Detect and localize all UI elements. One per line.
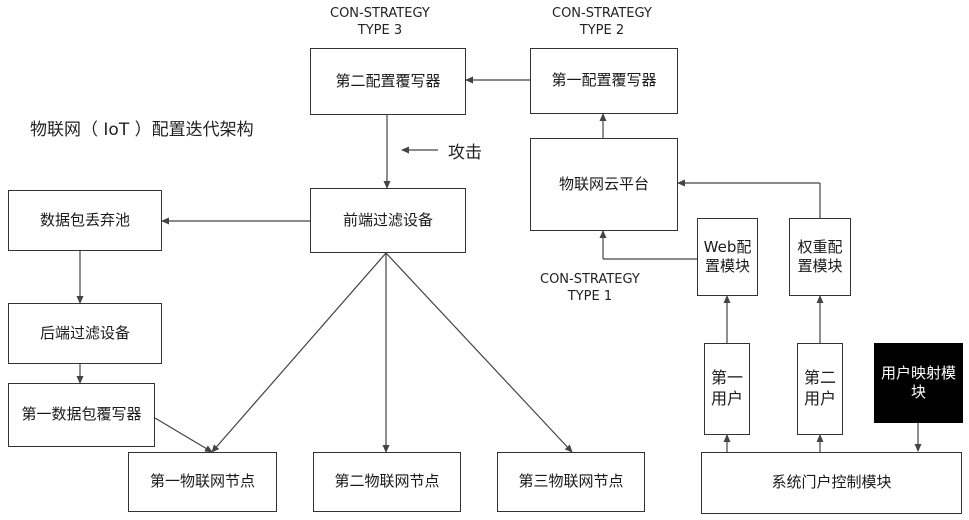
portal-control-module-box: 系统门户控制模块	[701, 452, 962, 514]
strategy-type3-line1: CON-STRATEGY	[330, 6, 430, 23]
first-packet-rewriter-box: 第一数据包覆写器	[8, 383, 155, 447]
frontend-filter-box: 前端过滤设备	[310, 188, 466, 253]
web-config-module-box: Web配置模块	[697, 218, 758, 296]
strategy-type1-line1: CON-STRATEGY	[540, 272, 640, 289]
edge-frontend-to-node1	[212, 253, 386, 452]
strategy-type3-line2: TYPE 3	[330, 23, 430, 40]
strategy-type1-line2: TYPE 1	[540, 289, 640, 306]
iot-node-3-box: 第三物联网节点	[497, 452, 645, 512]
first-config-rewriter-box: 第一配置覆写器	[530, 48, 678, 114]
backend-filter-box: 后端过滤设备	[8, 303, 162, 364]
strategy-type2-line1: CON-STRATEGY	[552, 6, 652, 23]
strategy-label-type1: CON-STRATEGY TYPE 1	[540, 272, 640, 306]
edge-packet-rewriter-to-node1	[155, 418, 212, 452]
user-mapping-module-box: 用户映射模块	[874, 343, 963, 423]
strategy-type2-line2: TYPE 2	[552, 23, 652, 40]
second-user-box: 第二用户	[797, 343, 843, 435]
diagram-title: 物联网（ IoT ）配置迭代架构	[30, 115, 254, 140]
iot-node-1-box: 第一物联网节点	[128, 452, 277, 512]
iot-node-2-box: 第二物联网节点	[313, 452, 461, 512]
strategy-label-type3: CON-STRATEGY TYPE 3	[330, 6, 430, 40]
first-user-box: 第一用户	[704, 343, 750, 435]
attack-label: 攻击	[448, 138, 482, 163]
packet-drop-pool-box: 数据包丢弃池	[8, 190, 162, 251]
iot-cloud-platform-box: 物联网云平台	[530, 138, 678, 231]
second-config-rewriter-box: 第二配置覆写器	[310, 48, 466, 115]
weight-config-module-box: 权重配置模块	[789, 218, 851, 296]
strategy-label-type2: CON-STRATEGY TYPE 2	[552, 6, 652, 40]
